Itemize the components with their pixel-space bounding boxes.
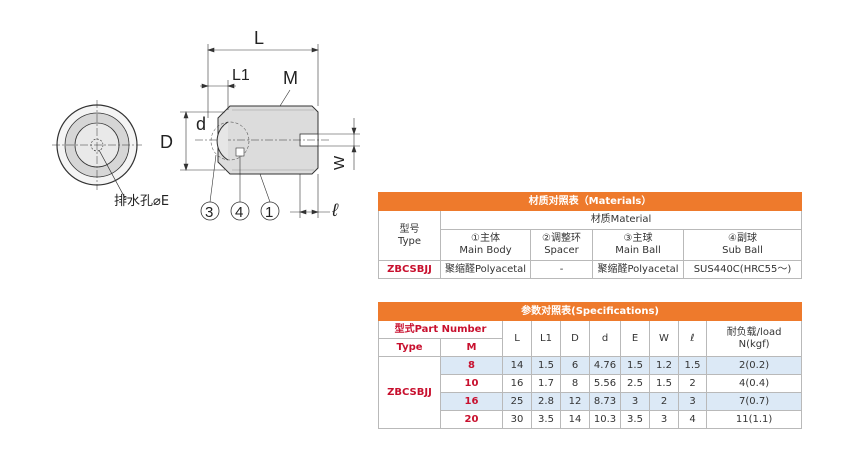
spec-cell: 3.5	[531, 410, 561, 429]
spec-m: 10	[440, 374, 503, 393]
header-E: E	[620, 320, 650, 357]
callouts	[200, 201, 280, 221]
load-unit: N(kgf)	[738, 338, 770, 350]
type-label-cn: 型号	[399, 223, 420, 235]
dim-ell: ℓ	[331, 200, 339, 220]
spec-cell: 25	[502, 392, 532, 411]
spec-cell: 2.8	[531, 392, 561, 411]
header-W: W	[649, 320, 679, 357]
spec-cell: 11(1.1)	[705, 410, 803, 429]
dim-D: D	[160, 132, 173, 152]
spec-cell: 1.5	[649, 374, 679, 393]
dim-W: W	[331, 155, 348, 170]
header-d: d	[589, 320, 621, 357]
col-cn: ③主球	[623, 233, 653, 244]
dim-L1: L1	[232, 67, 250, 84]
spec-cell: 10.3	[589, 410, 621, 429]
spec-cell: 4(0.4)	[705, 374, 803, 393]
callout-3: 3	[205, 204, 213, 221]
spec-cell: 8	[560, 374, 590, 393]
part-number-header: 型式Part Number	[378, 320, 503, 339]
specs-title: 参数对照表(Specifications)	[377, 302, 803, 321]
col-cn: ④副球	[728, 233, 757, 244]
m-header: M	[440, 338, 503, 357]
spec-cell: 1.2	[649, 356, 679, 375]
material-cell: 聚缩醛Polyacetal	[440, 260, 531, 279]
spec-m: 8	[440, 356, 503, 375]
col-en: Main Body	[459, 245, 512, 256]
spec-cell: 1.5	[620, 356, 650, 375]
col-en: Sub Ball	[722, 245, 763, 256]
type-header: Type	[378, 338, 441, 357]
material-cell: -	[530, 260, 593, 279]
spec-cell: 2	[678, 374, 707, 393]
col-en: Spacer	[544, 245, 579, 256]
material-cell: 聚缩醛Polyacetal	[592, 260, 684, 279]
header-ell: ℓ	[678, 320, 707, 357]
header-D: D	[560, 320, 590, 357]
dim-M: M	[283, 68, 298, 88]
spec-type-value: ZBCSBJJ	[378, 356, 441, 429]
spec-cell: 30	[502, 410, 532, 429]
spec-cell: 3	[620, 392, 650, 411]
material-row-type: ZBCSBJJ	[378, 260, 441, 279]
materials-title: 材质对照表（Materials）	[378, 192, 802, 211]
material-cell: SUS440C(HRC55～)	[683, 260, 802, 279]
spec-cell: 3	[649, 410, 679, 429]
dim-d: d	[196, 114, 206, 134]
type-label-en: Type	[398, 235, 421, 247]
end-view	[52, 100, 142, 199]
callout-1: 1	[265, 204, 273, 221]
technical-drawing: 排水孔⌀E	[52, 28, 360, 221]
col-en: Main Ball	[615, 245, 661, 256]
col-cn: ②调整环	[542, 233, 581, 244]
header-L: L	[502, 320, 532, 357]
load-label: 耐负载/load	[726, 326, 782, 338]
callout-4: 4	[235, 204, 243, 221]
col-cn: ①主体	[471, 233, 500, 244]
spec-cell: 6	[560, 356, 590, 375]
spec-cell: 16	[502, 374, 532, 393]
spec-cell: 7(0.7)	[705, 392, 803, 411]
header-L1: L1	[531, 320, 561, 357]
spec-cell: 2.5	[620, 374, 650, 393]
spec-cell: 2(0.2)	[705, 356, 803, 375]
side-view	[195, 89, 330, 175]
dim-L: L	[254, 28, 264, 48]
spec-cell: 12	[560, 392, 590, 411]
spec-cell: 3	[678, 392, 707, 411]
spec-cell: 1.7	[531, 374, 561, 393]
spec-cell: 1.5	[531, 356, 561, 375]
spec-cell: 14	[502, 356, 532, 375]
dimension-lines	[180, 44, 360, 218]
spec-m: 20	[440, 410, 503, 429]
spec-cell: 8.73	[589, 392, 621, 411]
specifications-table: 参数对照表(Specifications) 型式Part Number L L1…	[377, 302, 803, 429]
spec-cell: 4.76	[589, 356, 621, 375]
spec-cell: 3.5	[620, 410, 650, 429]
spec-cell: 14	[560, 410, 590, 429]
spec-cell: 1.5	[678, 356, 707, 375]
spec-cell: 2	[649, 392, 679, 411]
drain-hole-label: 排水孔⌀E	[114, 194, 169, 209]
spec-cell: 4	[678, 410, 707, 429]
material-header: 材质Material	[440, 210, 802, 230]
spec-cell: 5.56	[589, 374, 621, 393]
spec-m: 16	[440, 392, 503, 411]
type-header-cell: 型号 Type	[378, 210, 441, 261]
